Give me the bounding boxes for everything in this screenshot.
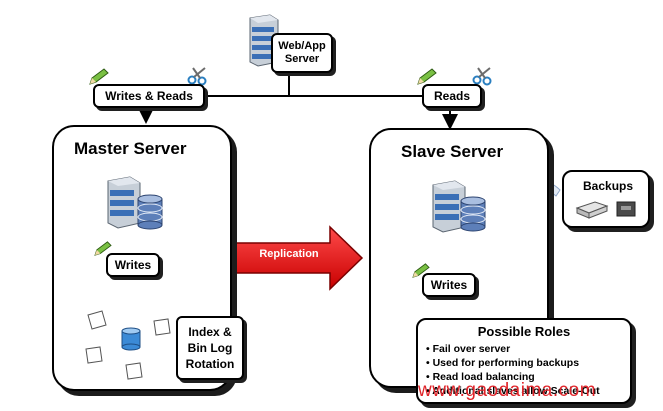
master-writes-label: Writes [106,253,160,277]
watermark: www.gaodaima.com [418,380,597,401]
backups-box [562,170,650,228]
writes-reads-label: Writes & Reads [93,84,205,108]
rotation-icons [85,310,171,380]
possible-roles-list: Fail over server Used for performing bac… [426,342,600,398]
replication-label: Replication [259,248,319,260]
master-server-icon [107,176,163,230]
role-item: Fail over server [426,342,600,356]
web-server-label: Web/App Server [271,33,333,73]
role-item: Additional slaves allow Scale-Out [426,384,599,398]
backups-label: Backups [583,179,634,193]
rotation-label: Index & Bin Log Rotation [176,316,244,380]
pencil-icon [89,68,109,85]
master-writes-pencil-icon [94,241,112,256]
scissors-icon [187,67,207,86]
slave-database-icon [460,196,486,232]
slave-server-icon [432,180,486,233]
database-icon [137,194,163,230]
scissors-icon-reads [472,67,492,86]
possible-roles-title: Possible Roles [477,324,571,339]
master-server-title: Master Server [74,139,187,158]
tape-drive-icon [575,201,636,219]
document-icon [85,310,171,380]
slave-writes-label: Writes [422,273,476,297]
possible-roles-box: Possible Roles Fail over server Used for… [416,318,632,404]
slave-writes-pencil-icon [412,263,430,278]
reads-label: Reads [422,84,482,108]
role-item: Read load balancing [426,370,600,384]
slave-server-title: Slave Server [401,142,504,161]
replication-arrow [235,225,364,291]
role-item: Used for performing backups [426,356,600,370]
pencil-icon-reads [417,68,437,85]
center-database-icon [121,327,141,351]
